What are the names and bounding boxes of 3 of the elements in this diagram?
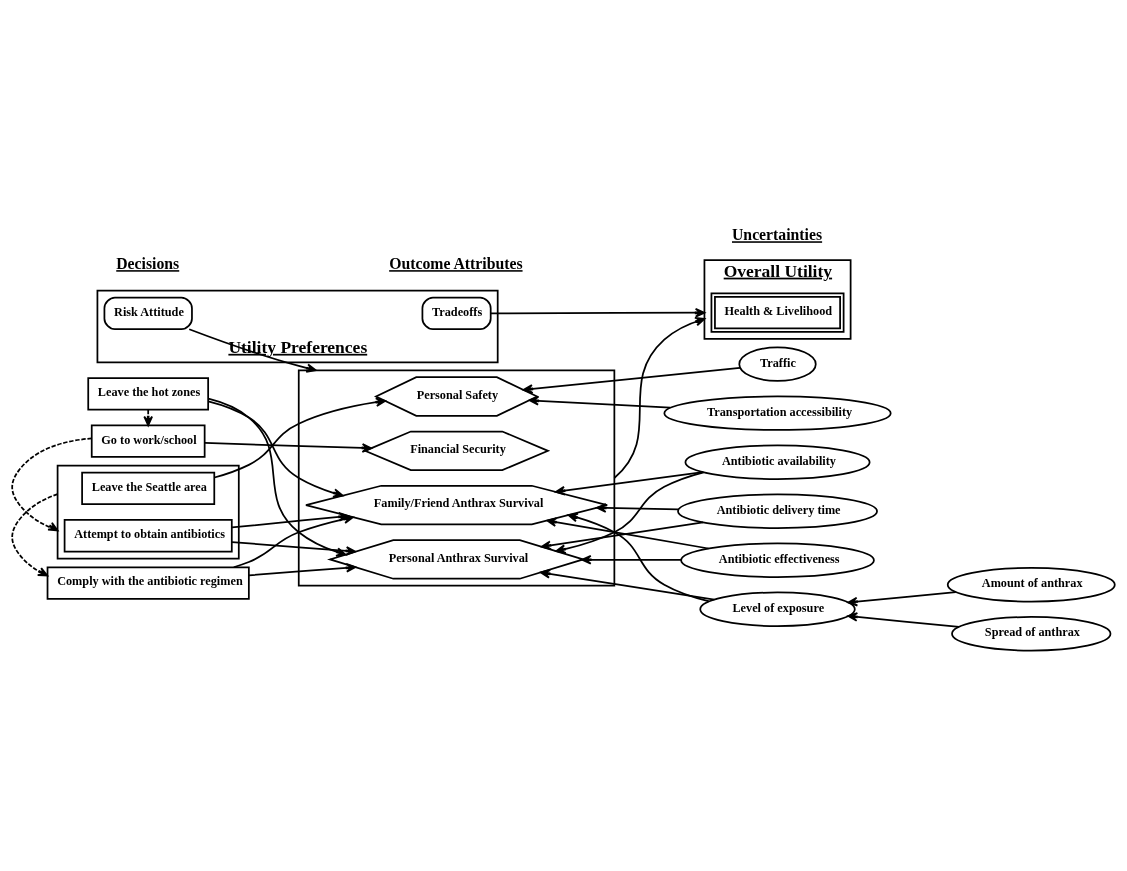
label: Decisions [116, 254, 180, 272]
label: Outcome Attributes [389, 254, 523, 272]
label: Uncertainties [732, 225, 823, 243]
